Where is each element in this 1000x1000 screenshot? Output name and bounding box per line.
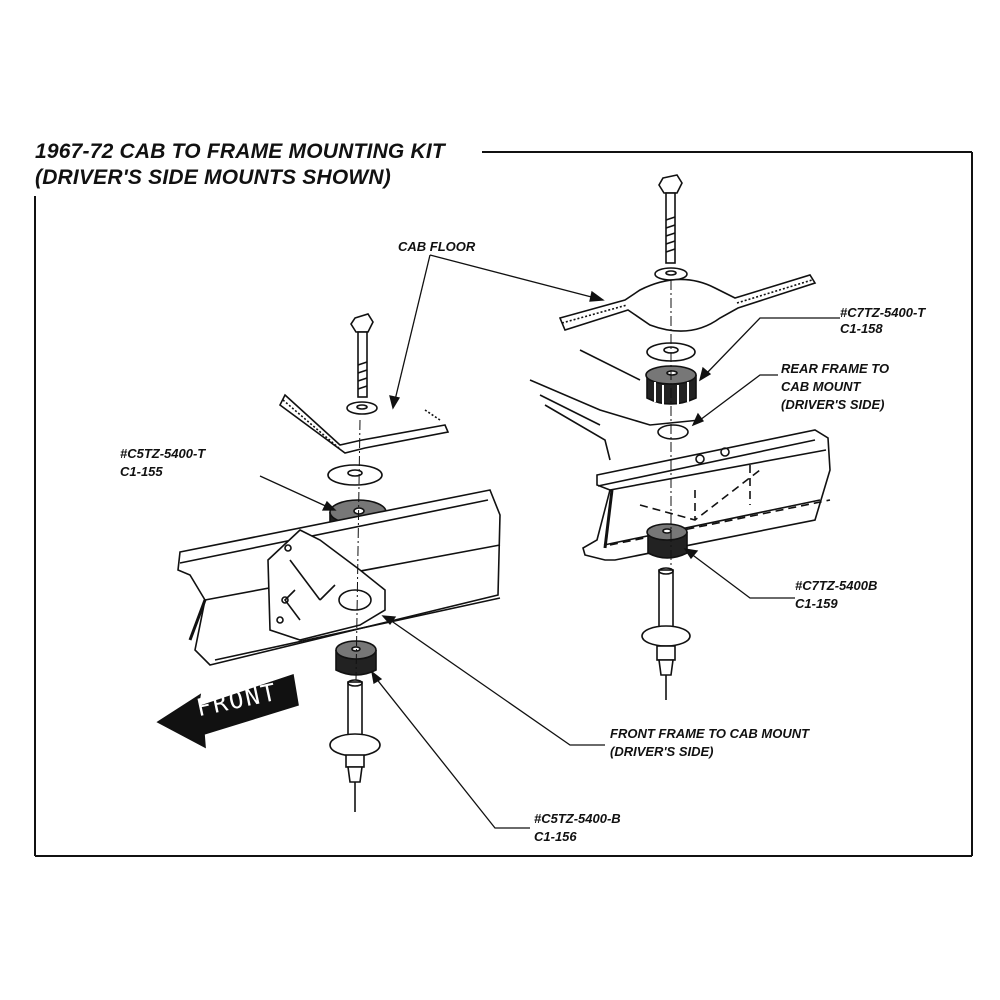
front-mount-assembly	[177, 313, 501, 812]
label-cab-floor: CAB FLOOR	[398, 239, 476, 254]
label-c5tz-t-part: #C5TZ-5400-T	[120, 446, 206, 461]
label-c5tz-b-part: #C5TZ-5400-B	[534, 811, 621, 826]
front-arrow-icon	[156, 673, 299, 749]
label-c7tz-t-code: C1-158	[840, 321, 883, 336]
title-line-1: 1967-72 CAB TO FRAME MOUNTING KIT	[35, 140, 445, 163]
label-c7tz-b-part: #C7TZ-5400B	[795, 578, 878, 593]
label-c7tz-t-part: #C7TZ-5400-T	[840, 305, 926, 320]
label-rear-mount-3: (DRIVER'S SIDE)	[781, 397, 885, 412]
label-front-mount-2: (DRIVER'S SIDE)	[610, 744, 714, 759]
label-c7tz-b-code: C1-159	[795, 596, 838, 611]
label-rear-mount-1: REAR FRAME TO	[781, 361, 890, 376]
label-front-mount-1: FRONT FRAME TO CAB MOUNT	[610, 726, 810, 741]
rear-mount-assembly	[529, 174, 831, 700]
leader-lines	[259, 254, 840, 829]
title-line-2: (DRIVER'S SIDE MOUNTS SHOWN)	[35, 166, 391, 189]
border-frame	[34, 151, 973, 857]
label-c5tz-t-code: C1-155	[120, 464, 163, 479]
label-rear-mount-2: CAB MOUNT	[781, 379, 861, 394]
label-c5tz-b-code: C1-156	[534, 829, 577, 844]
